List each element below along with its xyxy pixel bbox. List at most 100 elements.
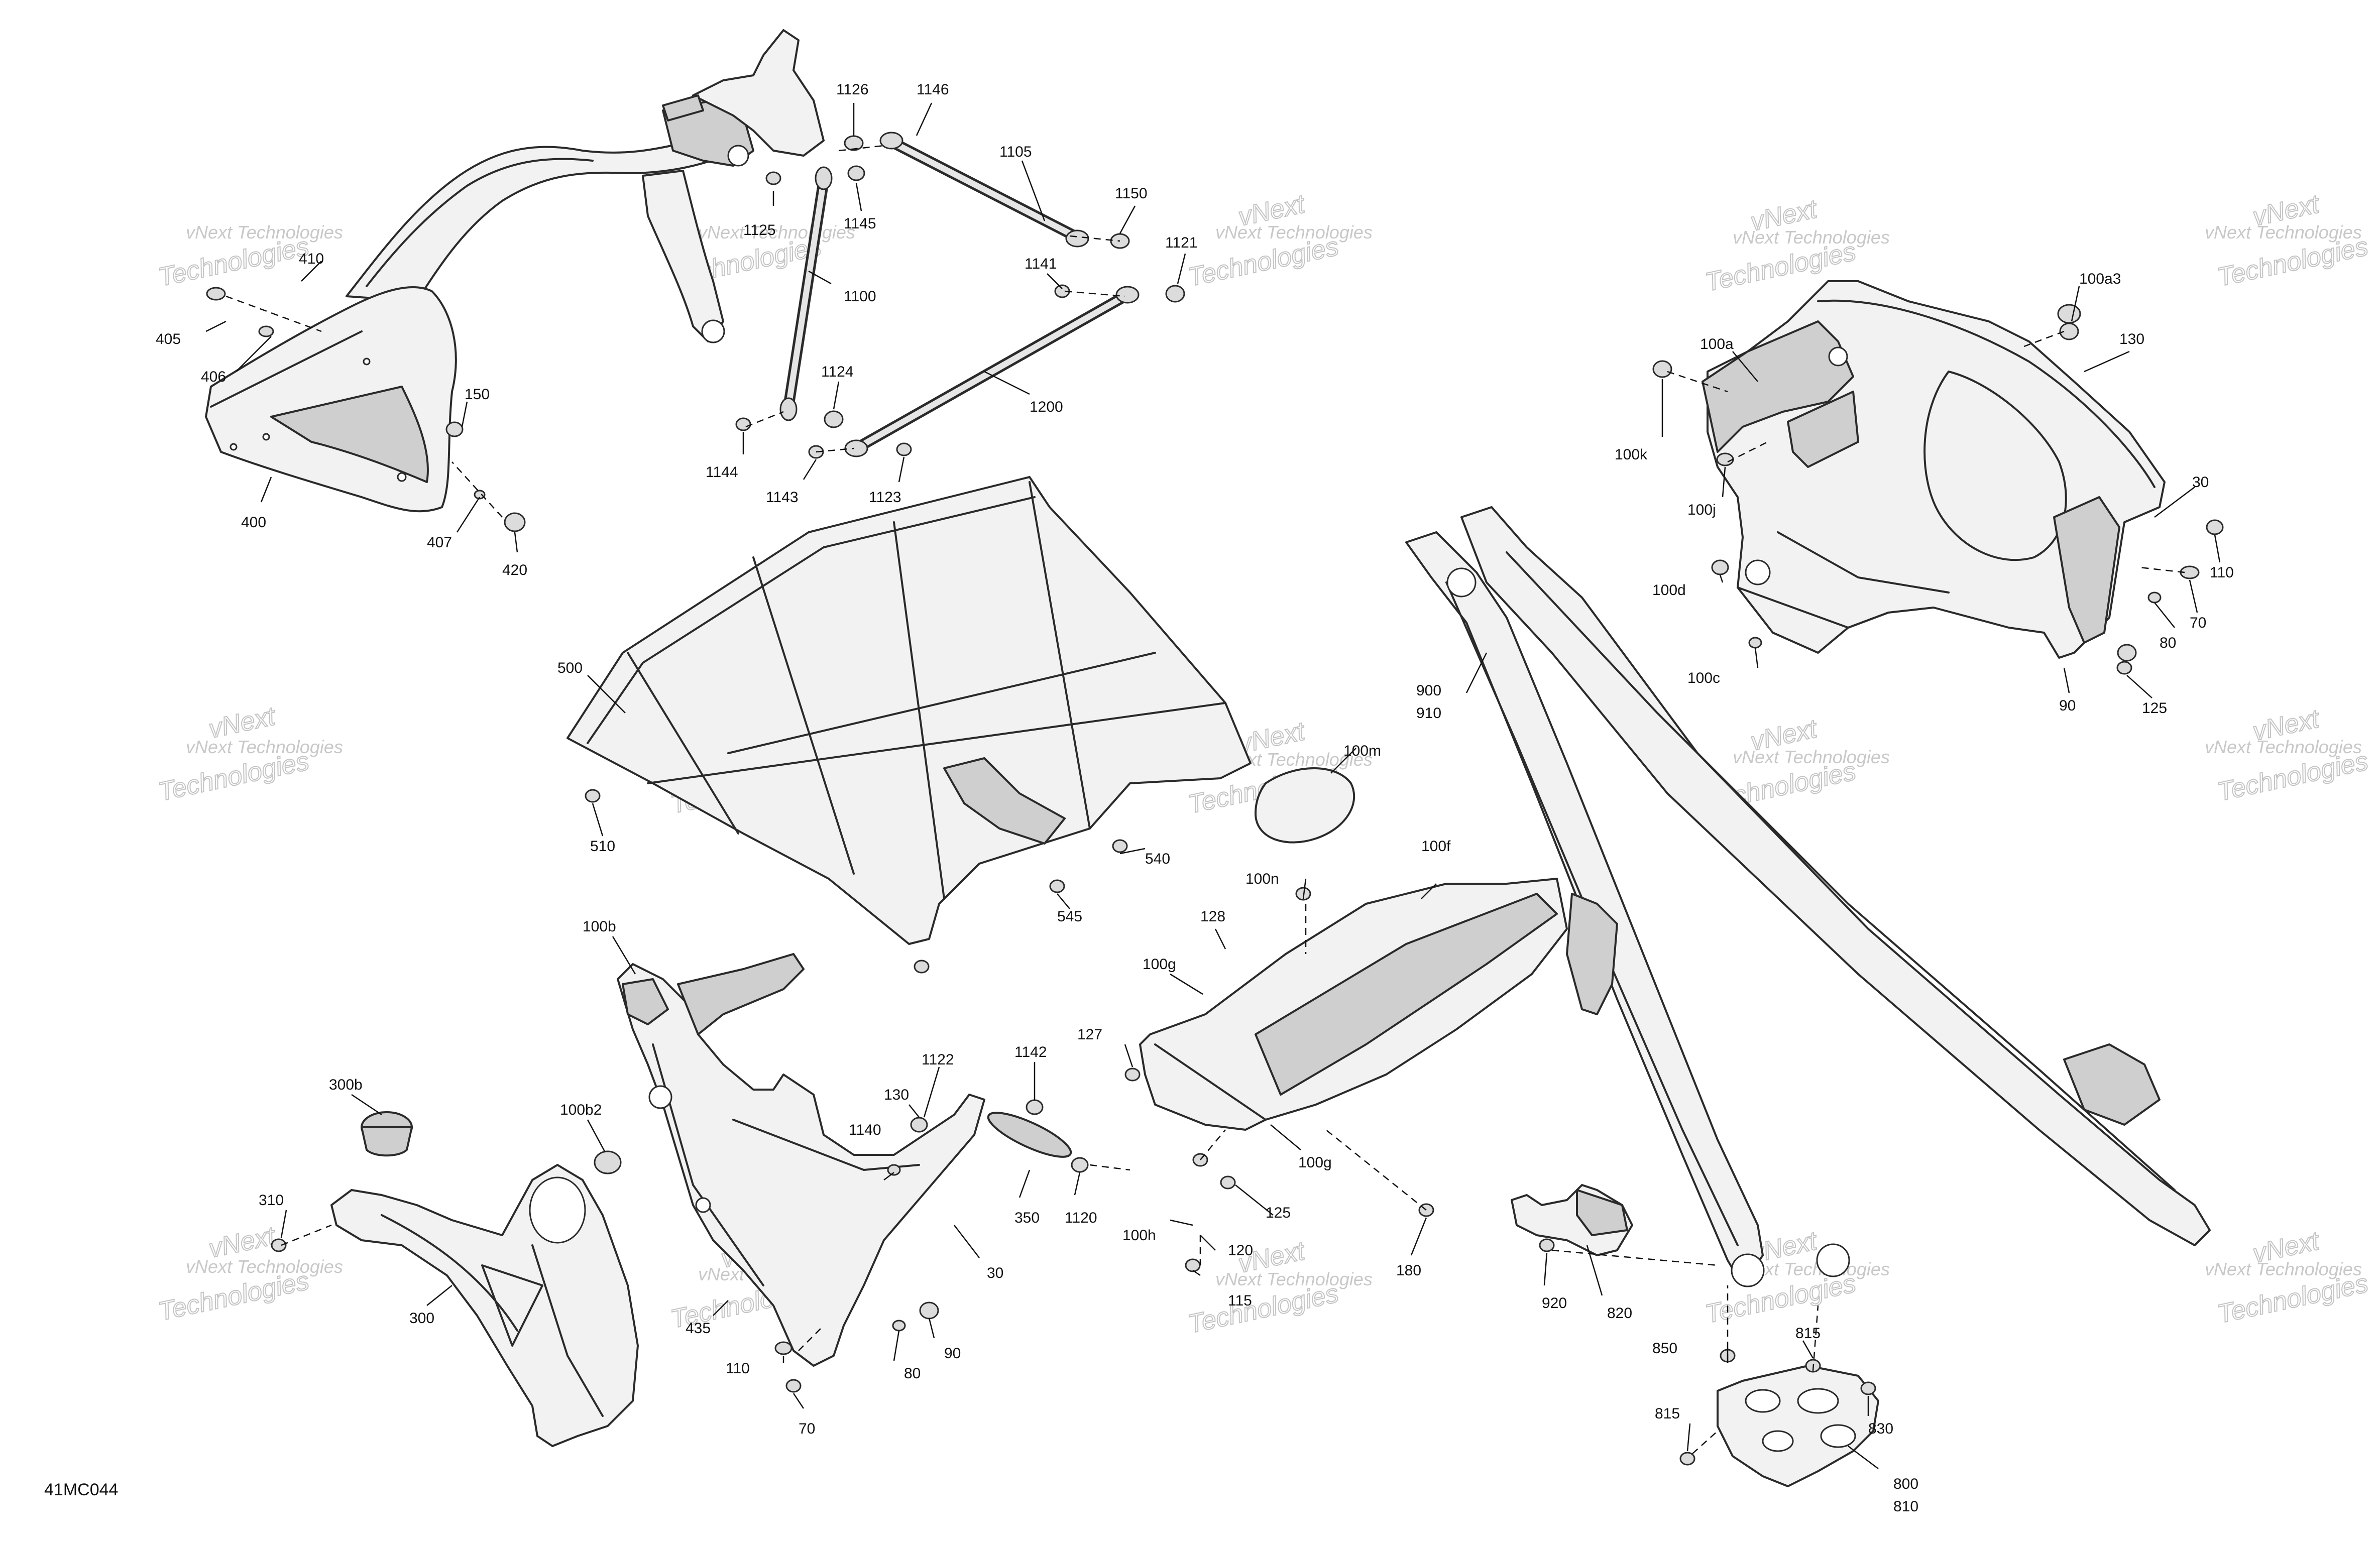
callout-100b: 100b	[583, 918, 616, 935]
callout-1126: 1126	[836, 81, 869, 98]
watermark-13: vNext Technologies Technologies vNext	[1185, 1236, 1372, 1340]
callout-127: 127	[1077, 1026, 1102, 1043]
knuckle-assembly	[330, 1111, 639, 1447]
support-bar-gusset	[270, 386, 429, 483]
callout-500: 500	[557, 660, 583, 676]
watermark-text: vNext Technologies	[2205, 222, 2362, 243]
callout-920: 920	[1542, 1295, 1567, 1312]
floor-panel	[566, 476, 1252, 945]
callout-420: 420	[502, 562, 527, 578]
callout-100n: 100n	[1245, 871, 1279, 887]
callout-1124: 1124	[821, 364, 854, 380]
hinge-bracket	[692, 29, 825, 157]
tie-rods	[779, 132, 1140, 457]
trailing-arm-end-bracket	[2063, 1043, 2161, 1126]
callout-125-front-frame: 125	[2142, 700, 2167, 717]
callout-810: 810	[1893, 1498, 1918, 1515]
lower-right-brackets	[1511, 1184, 1879, 1487]
callout-128: 128	[1200, 908, 1225, 925]
skid-plate-reinforcement	[1255, 893, 1558, 1096]
callout-1146: 1146	[917, 81, 949, 98]
watermark-text: vNext Technologies	[2205, 1259, 2362, 1279]
watermark-text: vNext Technologies	[1733, 747, 1890, 767]
watermark-5: vNext Technologies Technologies vNext	[2205, 189, 2371, 293]
callout-100g-lower: 100g	[1298, 1154, 1332, 1171]
callout-1200: 1200	[1030, 399, 1063, 415]
callout-407: 407	[427, 534, 452, 551]
callout-80-bracket: 80	[904, 1365, 921, 1382]
watermark-text: vNext Technologies	[1733, 227, 1890, 248]
callout-90-front-frame: 90	[2059, 697, 2076, 714]
callout-800: 800	[1893, 1476, 1918, 1492]
skid-plate-assembly	[1139, 767, 1618, 1131]
callout-labels: 405 406 410 150 400 407 420 1126 1146 11…	[156, 81, 2234, 1515]
callout-1122: 1122	[922, 1051, 954, 1068]
callout-510: 510	[590, 838, 615, 855]
front-bracket-body	[617, 963, 985, 1367]
front-bracket-assembly	[594, 953, 1072, 1367]
watermark-text: vNext Technologies	[2205, 737, 2362, 757]
callout-80-front-frame: 80	[2160, 635, 2176, 651]
callout-1143: 1143	[766, 489, 799, 506]
callout-1123: 1123	[869, 489, 901, 506]
watermark-6: vNext Technologies Technologies vNext	[155, 701, 343, 807]
callout-100g-upper: 100g	[1143, 956, 1176, 973]
knuckle-bearing-bore	[529, 1176, 586, 1244]
callout-1150: 1150	[1115, 185, 1148, 202]
tie-rod-1100	[779, 166, 833, 421]
callout-545: 545	[1057, 908, 1082, 925]
watermark-text: vNext Technologies	[186, 1256, 343, 1277]
callout-1100: 1100	[844, 288, 876, 305]
callout-350: 350	[1014, 1210, 1040, 1226]
callout-850: 850	[1652, 1340, 1677, 1357]
callout-1145: 1145	[844, 215, 876, 232]
callout-820: 820	[1607, 1305, 1632, 1322]
tie-rod-1105	[879, 132, 1089, 248]
callout-1105: 1105	[999, 144, 1032, 160]
callout-100m: 100m	[1343, 743, 1381, 759]
plate-800	[1717, 1365, 1879, 1487]
callout-540: 540	[1145, 851, 1170, 867]
front-bracket-gusset	[677, 953, 805, 1035]
front-frame-assembly	[1702, 280, 2166, 659]
watermark-15: vNext Technologies Technologies vNext	[2205, 1226, 2371, 1330]
callout-300: 300	[409, 1310, 434, 1327]
callout-1125: 1125	[743, 222, 776, 239]
support-bar-assembly	[205, 29, 825, 513]
callout-100d: 100d	[1652, 582, 1686, 599]
callout-115: 115	[1228, 1292, 1252, 1309]
watermark-text: vNext Technologies	[1215, 222, 1373, 243]
callout-900: 900	[1416, 682, 1441, 699]
callout-1144: 1144	[706, 464, 738, 481]
knuckle-body	[330, 1164, 639, 1447]
callout-100j: 100j	[1687, 502, 1716, 518]
callout-90-bracket: 90	[944, 1345, 961, 1362]
leader-lines	[205, 102, 2221, 1469]
tie-rod-1200	[844, 286, 1140, 457]
callout-1140: 1140	[849, 1122, 881, 1138]
callout-300b: 300b	[329, 1077, 363, 1093]
callout-100k: 100k	[1615, 446, 1648, 463]
callout-180: 180	[1396, 1262, 1421, 1279]
watermark-text: vNext Technologies	[186, 737, 343, 757]
watermark-text: vNext Technologies	[186, 222, 343, 243]
callout-910: 910	[1416, 705, 1441, 722]
callout-815-upper: 815	[1795, 1325, 1821, 1342]
fasteners	[206, 135, 2224, 1466]
trailing-arm-910	[1460, 506, 2211, 1246]
callout-70-front-frame: 70	[2190, 615, 2206, 631]
lever-350	[987, 1112, 1072, 1158]
front-frame-side-panel	[1702, 320, 1854, 453]
callout-120: 120	[1228, 1242, 1253, 1259]
assembly-lines	[225, 145, 2185, 1454]
callout-150: 150	[465, 386, 490, 403]
skid-plate-side	[1566, 893, 1618, 1015]
callout-100a3: 100a3	[2079, 271, 2121, 287]
front-frame-shock-mount	[2053, 496, 2120, 644]
watermark-text: vNext Technologies	[698, 222, 855, 243]
callout-405: 405	[156, 331, 181, 347]
callout-310: 310	[259, 1192, 284, 1209]
callout-110-bracket: 110	[726, 1360, 750, 1377]
watermark-11: vNext Technologies Technologies vNext	[155, 1221, 343, 1327]
skid-plate-cover-100m	[1255, 767, 1355, 844]
